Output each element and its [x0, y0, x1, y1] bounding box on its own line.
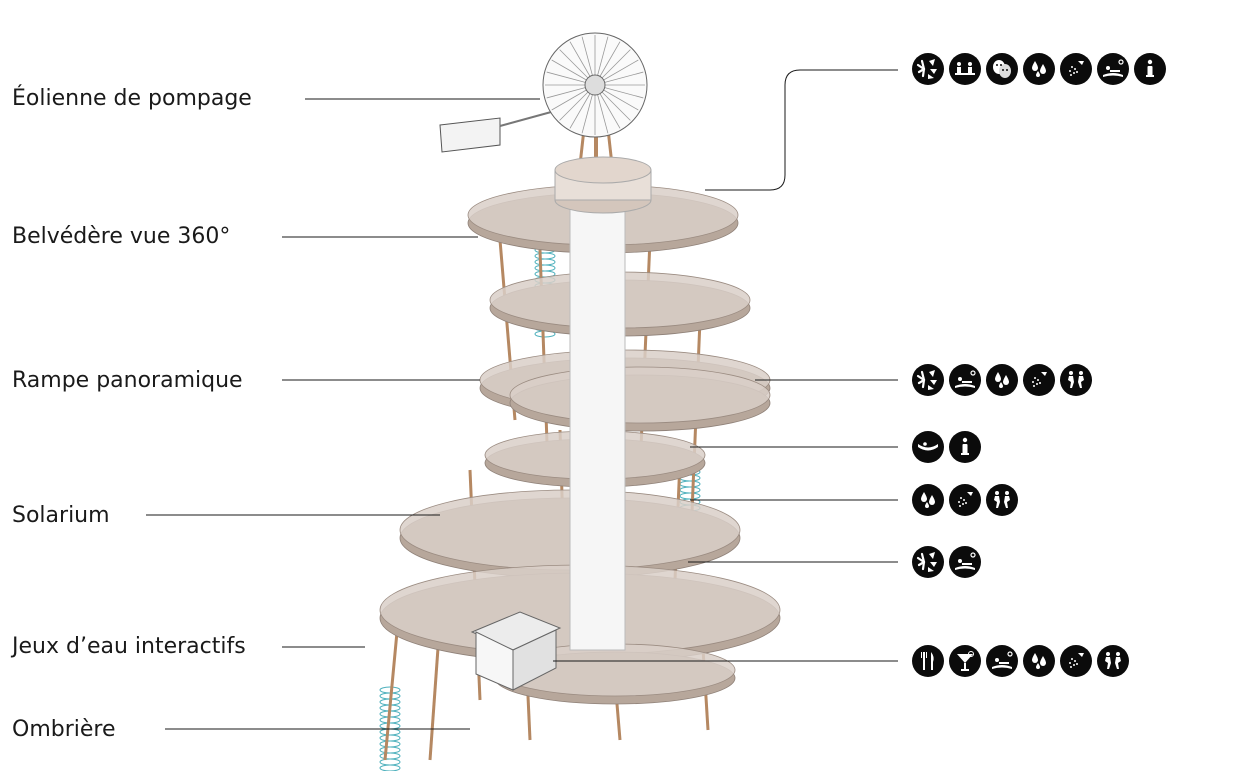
deck-level	[510, 367, 770, 431]
label-solarium: Solarium	[12, 505, 110, 527]
play-icon	[1060, 364, 1092, 396]
fan-icon	[912, 53, 944, 85]
fan-icon	[912, 546, 944, 578]
label-jeux: Jeux d’eau interactifs	[12, 636, 246, 658]
shower-icon	[1060, 645, 1092, 677]
seating-icon	[949, 53, 981, 85]
label-belvedere: Belvédère vue 360°	[12, 226, 230, 248]
shower-icon	[1060, 53, 1092, 85]
icons-rampe	[912, 364, 1092, 396]
water-drops-icon	[1023, 645, 1055, 677]
sunbathing-icon	[1097, 53, 1129, 85]
label-ombriere: Ombrière	[12, 719, 116, 741]
central-core	[570, 180, 625, 650]
belvedere-drum	[555, 157, 651, 213]
label-eolienne: Éolienne de pompage	[12, 88, 252, 110]
icons-mid2	[912, 484, 1018, 516]
restaurant-icon	[912, 645, 944, 677]
info-icon	[949, 431, 981, 463]
play-icon	[986, 484, 1018, 516]
play-icon	[1097, 645, 1129, 677]
theater-masks-icon	[986, 53, 1018, 85]
info-icon	[1134, 53, 1166, 85]
sunbathing-icon	[949, 364, 981, 396]
icons-mid1	[912, 431, 981, 463]
water-drops-icon	[986, 364, 1018, 396]
fan-icon	[912, 364, 944, 396]
water-drops-icon	[1023, 53, 1055, 85]
cocktail-icon	[949, 645, 981, 677]
label-rampe: Rampe panoramique	[12, 370, 243, 392]
sunbathing-icon	[986, 645, 1018, 677]
sunbathing-icon	[949, 546, 981, 578]
water-drops-icon	[912, 484, 944, 516]
icons-bottom	[912, 645, 1129, 677]
icons-mid3	[912, 546, 981, 578]
shower-icon	[949, 484, 981, 516]
icons-top	[912, 53, 1166, 85]
shower-icon	[1023, 364, 1055, 396]
hammock-icon	[912, 431, 944, 463]
